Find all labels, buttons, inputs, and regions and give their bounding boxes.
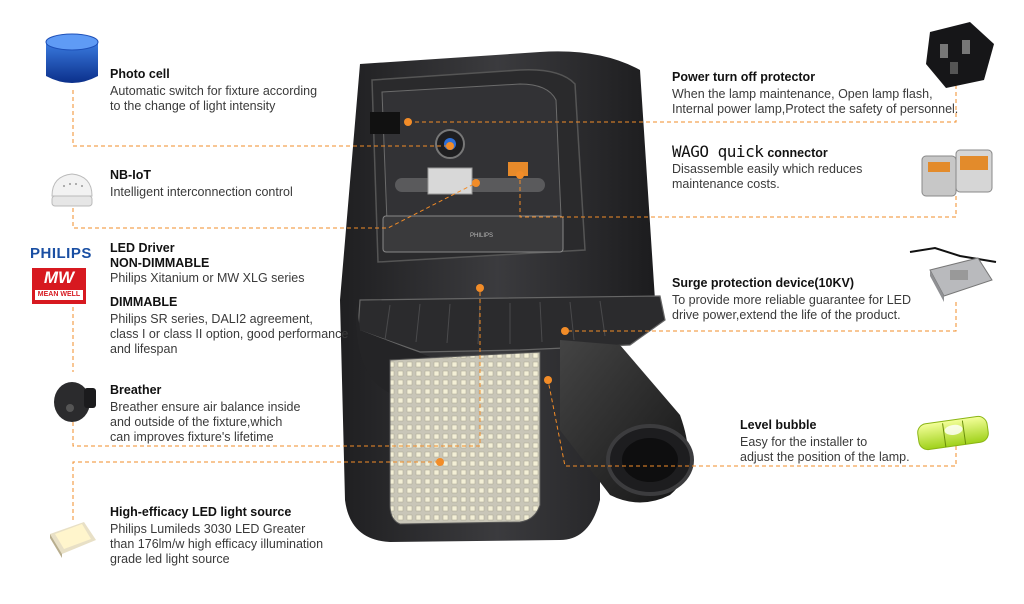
callout-title: NB-IoT [110, 168, 151, 182]
callout-line: grade led light source [110, 552, 230, 566]
callout-line: and outside of the fixture,which [110, 415, 283, 429]
wago-logo: WAGO quick [672, 142, 764, 161]
callout-line: adjust the position of the lamp. [740, 450, 910, 464]
callout-title: connector [767, 146, 828, 160]
callout-line: To provide more reliable guarantee for L… [672, 293, 912, 307]
power-protector-callout: Power turn off protector When the lamp m… [672, 70, 958, 117]
street-lamp-illustration: PHILIPS [340, 51, 694, 543]
callout-line: Breather ensure air balance inside [110, 400, 301, 414]
callout-line: Philips Xitanium or MW XLG series [110, 271, 305, 285]
callout-line: drive power,extend the life of the produ… [672, 308, 901, 322]
callout-line: can improves fixture's lifetime [110, 430, 274, 444]
callout-title: Photo cell [110, 67, 170, 81]
photo-cell-icon [45, 33, 99, 83]
meanwell-logo-text: MEAN WELL [35, 290, 83, 300]
breather-icon [54, 382, 96, 422]
nb-iot-callout: NB-IoT Intelligent interconnection contr… [110, 168, 293, 200]
callout-line: Philips Lumileds 3030 LED Greater [110, 522, 306, 536]
surge-protector-callout: Surge protection device(10KV) To provide… [672, 276, 911, 323]
power-protector-icon [926, 22, 994, 88]
callout-subtitle-2: DIMMABLE [110, 295, 178, 309]
leader-dots [404, 118, 569, 466]
led-chip-icon [50, 522, 96, 558]
callout-line: Easy for the installer to [740, 435, 868, 449]
wago-connector-icon [921, 149, 993, 197]
callout-title: Level bubble [740, 418, 817, 432]
meanwell-logo-mark: MW [43, 268, 75, 287]
level-bubble-icon [917, 415, 989, 451]
photo-cell-callout: Photo cell Automatic switch for fixture … [110, 67, 317, 114]
callout-title: Breather [110, 383, 162, 397]
meanwell-logo: MW MEAN WELL [32, 268, 86, 304]
callout-line: maintenance costs. [672, 177, 780, 191]
callout-line: and lifespan [110, 342, 178, 356]
led-source-callout: High-efficacy LED light source Philips L… [110, 505, 323, 567]
callout-line: than 176lm/w high efficacy illumination [110, 537, 324, 551]
callout-line: Intelligent interconnection control [110, 185, 293, 199]
surge-protector-icon [909, 246, 997, 302]
leader-lines [72, 64, 957, 520]
callout-line: Disassemble easily which reduces [672, 162, 863, 176]
nb-iot-module-icon [51, 173, 93, 207]
led-driver-callout: LED Driver NON-DIMMABLE Philips Xitanium… [110, 241, 348, 357]
svg-text:PHILIPS: PHILIPS [470, 233, 493, 239]
breather-callout: Breather Breather ensure air balance ins… [110, 383, 300, 445]
callout-line: Internal power lamp,Protect the safety o… [672, 102, 959, 116]
philips-logo: PHILIPS [30, 245, 92, 262]
callout-subtitle: NON-DIMMABLE [110, 256, 210, 270]
level-bubble-callout: Level bubble Easy for the installer to a… [740, 418, 910, 465]
callout-title: Surge protection device(10KV) [672, 276, 854, 290]
callout-line: When the lamp maintenance, Open lamp fla… [672, 87, 933, 101]
callout-title: Power turn off protector [672, 70, 816, 84]
callout-line: Philips SR series, DALI2 agreement, [110, 312, 313, 326]
callout-title: High-efficacy LED light source [110, 505, 292, 519]
callout-line: Automatic switch for fixture according [110, 84, 318, 98]
callout-title: LED Driver [110, 241, 175, 255]
callout-line: to the change of light intensity [110, 99, 276, 113]
callout-line: class I or class II option, good perform… [110, 327, 349, 341]
